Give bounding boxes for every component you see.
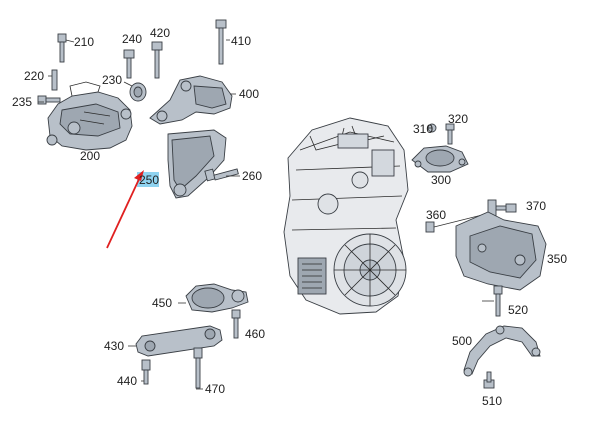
- part-450-torque-mount: [185, 283, 249, 313]
- callout-450[interactable]: 450: [152, 296, 172, 310]
- stud-220: [48, 69, 58, 91]
- bolt-360: [425, 213, 487, 233]
- callout-250[interactable]: 250: [139, 173, 159, 187]
- callout-210[interactable]: 210: [74, 35, 94, 49]
- callout-200[interactable]: 200: [80, 149, 100, 163]
- callout-360[interactable]: 360: [426, 208, 446, 222]
- callout-440[interactable]: 440: [117, 374, 137, 388]
- bolt-210: [57, 33, 75, 63]
- bolt-235: [37, 95, 61, 105]
- callout-240[interactable]: 240: [122, 32, 142, 46]
- bolt-440: [141, 359, 151, 385]
- part-310: [427, 123, 437, 133]
- bolt-510: [483, 371, 495, 389]
- red-arrow-icon: [106, 170, 144, 249]
- part-500-bracket: [463, 325, 541, 377]
- callout-510[interactable]: 510: [482, 394, 502, 408]
- callout-250-highlight: [137, 172, 159, 187]
- part-200-transmission-mount: [46, 81, 133, 151]
- bolt-370: [487, 199, 517, 217]
- callout-220[interactable]: 220: [24, 69, 44, 83]
- callout-320[interactable]: 320: [448, 112, 468, 126]
- stud-520: [493, 285, 503, 317]
- callout-500[interactable]: 500: [452, 334, 472, 348]
- callout-230[interactable]: 230: [102, 73, 122, 87]
- bolt-240: [123, 49, 135, 79]
- bolt-470: [193, 347, 203, 389]
- bolt-420: [151, 41, 163, 79]
- part-250-bracket: [167, 129, 227, 199]
- callout-420[interactable]: 420: [150, 26, 170, 40]
- callout-400[interactable]: 400: [239, 87, 259, 101]
- callout-235[interactable]: 235: [12, 95, 32, 109]
- part-400-engine-mount: [149, 75, 236, 125]
- callout-260[interactable]: 260: [242, 169, 262, 183]
- callout-430[interactable]: 430: [104, 339, 124, 353]
- bolt-320: [445, 123, 455, 145]
- part-430-link: [135, 325, 223, 357]
- engine-assembly: [283, 117, 409, 315]
- bushing-230: [123, 81, 147, 102]
- bolt-460: [231, 309, 241, 339]
- callout-520[interactable]: 520: [508, 303, 528, 317]
- callout-460[interactable]: 460: [245, 327, 265, 341]
- bolt-260: [204, 168, 239, 182]
- callout-370[interactable]: 370: [526, 199, 546, 213]
- callout-410[interactable]: 410: [231, 34, 251, 48]
- part-350-bracket: [455, 211, 547, 291]
- bolt-410: [215, 19, 230, 65]
- callout-350[interactable]: 350: [547, 252, 567, 266]
- callout-310[interactable]: 310: [413, 122, 433, 136]
- part-300-mount: [411, 145, 469, 173]
- callout-470[interactable]: 470: [205, 382, 225, 396]
- callout-300[interactable]: 300: [431, 173, 451, 187]
